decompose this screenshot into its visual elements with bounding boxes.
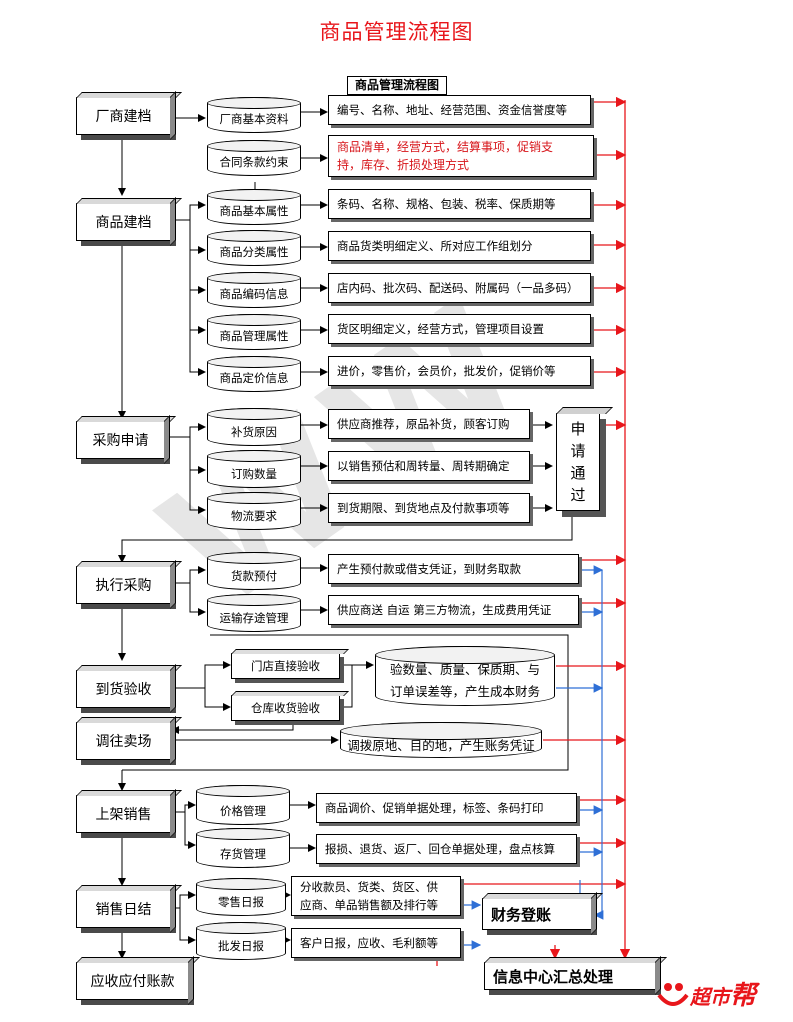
desc-wholesale-daily: 客户日报，应收、毛利额等: [291, 928, 461, 958]
desc-price-management: 商品调价、促销单据处理，标签、条码打印: [316, 793, 577, 823]
cylinder-inventory-management: 存货管理: [196, 828, 290, 868]
cylinder-wholesale-daily: 批发日报: [196, 922, 286, 960]
step-label: 销售日结: [95, 902, 152, 918]
desc-product-basic: 条码、名称、规格、包装、税率、保质期等: [328, 189, 591, 219]
step-label: 商品建档: [95, 215, 152, 231]
cylinder-product-pricing: 商品定价信息: [207, 356, 301, 392]
step-label: 厂商建档: [95, 109, 152, 125]
step-ar-ap: 应收应付账款: [76, 962, 189, 1000]
desc-line: 商品清单，经营方式，结算事项，促销支: [337, 140, 554, 154]
info-center-box: 信息中心汇总处理: [484, 962, 656, 990]
logo-text-a: 超市: [690, 985, 730, 1009]
desc-vendor-basic: 编号、名称、地址、经营范围、资金信誉度等: [328, 95, 591, 125]
desc-inventory-management: 报损、退货、返厂、回仓单据处理，盘点核算: [316, 834, 577, 864]
desc-contract-terms: 商品清单，经营方式，结算事项，促销支 持，库存、折损处理方式: [328, 135, 594, 177]
approval-box: 申 请 通 过: [556, 413, 600, 511]
desc-prepayment: 产生预付款或借支凭证，到财务取款: [328, 554, 579, 584]
diagram-subtitle: 商品管理流程图: [347, 76, 447, 95]
approval-char: 申: [570, 420, 586, 438]
step-execute-purchase: 执行采购: [76, 566, 171, 604]
cylinder-retail-daily: 零售日报: [196, 878, 286, 916]
check-line: 订单误差等，产生成本财务: [389, 684, 540, 699]
cylinder-contract-terms: 合同条款约束: [207, 140, 301, 176]
step-transfer-store: 调往卖场: [76, 722, 171, 760]
desc-order-quantity: 以销售预估和周转量、周转期确定: [328, 451, 530, 481]
step-label: 调往卖场: [95, 734, 152, 750]
approval-char: 过: [570, 486, 586, 504]
step-label: 上架销售: [95, 807, 152, 823]
logo: 超市帮: [656, 975, 756, 1012]
step-label: 到货验收: [95, 682, 152, 698]
step-vendor-filing: 厂商建档: [76, 97, 171, 135]
desc-line: 分收款员、货类、货区、供: [300, 880, 438, 894]
cylinder-product-management: 商品管理属性: [207, 314, 301, 350]
cylinder-product-category: 商品分类属性: [207, 230, 301, 266]
cylinder-prepayment: 货款预付: [207, 552, 301, 590]
check-line: 验数量、质量、保质期、与: [389, 662, 540, 677]
desc-product-code: 店内码、批次码、配送码、附属码（一品多码）: [328, 273, 591, 303]
cylinder-price-management: 价格管理: [196, 785, 290, 825]
logo-icon: [656, 979, 690, 1009]
desc-product-category: 商品货类明细定义、所对应工作组划分: [328, 231, 591, 261]
cylinder-product-basic: 商品基本属性: [207, 189, 301, 225]
desc-retail-daily: 分收款员、货类、货区、供 应商、单品销售额及排行等: [291, 876, 461, 916]
page-title: 商品管理流程图: [319, 20, 474, 44]
transfer-cylinder: 调拨原地、目的地，产生账务凭证: [340, 722, 542, 758]
desc-line: 应商、单品销售额及排行等: [300, 898, 438, 912]
step-receiving: 到货验收: [76, 670, 171, 708]
cylinder-vendor-basic: 厂商基本资料: [207, 97, 301, 133]
cylinder-replenish-reason: 补货原因: [207, 408, 301, 446]
step-label: 执行采购: [95, 578, 152, 594]
desc-product-pricing: 进价，零售价，会员价，批发价，促销价等: [328, 356, 591, 386]
store-receiving-box: 门店直接验收: [231, 653, 340, 679]
step-label: 应收应付账款: [90, 974, 175, 990]
cylinder-order-quantity: 订购数量: [207, 450, 301, 488]
receiving-check-cylinder: 验数量、质量、保质期、与 订单误差等，产生成本财务: [375, 646, 555, 706]
desc-replenish-reason: 供应商推荐，原品补货，顾客订购: [328, 409, 530, 439]
cylinder-logistics: 物流要求: [207, 492, 301, 530]
desc-line: 持，库存、折损处理方式: [337, 158, 470, 172]
logo-text: 超市帮: [690, 975, 756, 1012]
step-label: 采购申请: [92, 433, 149, 449]
step-product-filing: 商品建档: [76, 203, 171, 241]
desc-logistics: 到货期限、到货地点及付款事项等: [328, 493, 530, 523]
step-daily-close: 销售日结: [76, 890, 171, 928]
approval-char: 通: [570, 464, 586, 482]
logo-text-b: 帮: [730, 981, 757, 1011]
approval-char: 请: [570, 442, 586, 460]
step-purchase-request: 采购申请: [76, 421, 165, 459]
desc-transit: 供应商送 自运 第三方物流，生成费用凭证: [328, 595, 579, 625]
step-shelf-sales: 上架销售: [76, 795, 171, 833]
transfer-text: 调拨原地、目的地，产生账务凭证: [347, 738, 535, 753]
warehouse-receiving-box: 仓库收货验收: [231, 695, 340, 721]
finance-posting-box: 财务登账: [482, 898, 592, 930]
cylinder-product-code: 商品编码信息: [207, 272, 301, 308]
desc-product-management: 货区明细定义，经营方式，管理项目设置: [328, 314, 591, 344]
cylinder-transit: 运输存途管理: [207, 594, 301, 632]
